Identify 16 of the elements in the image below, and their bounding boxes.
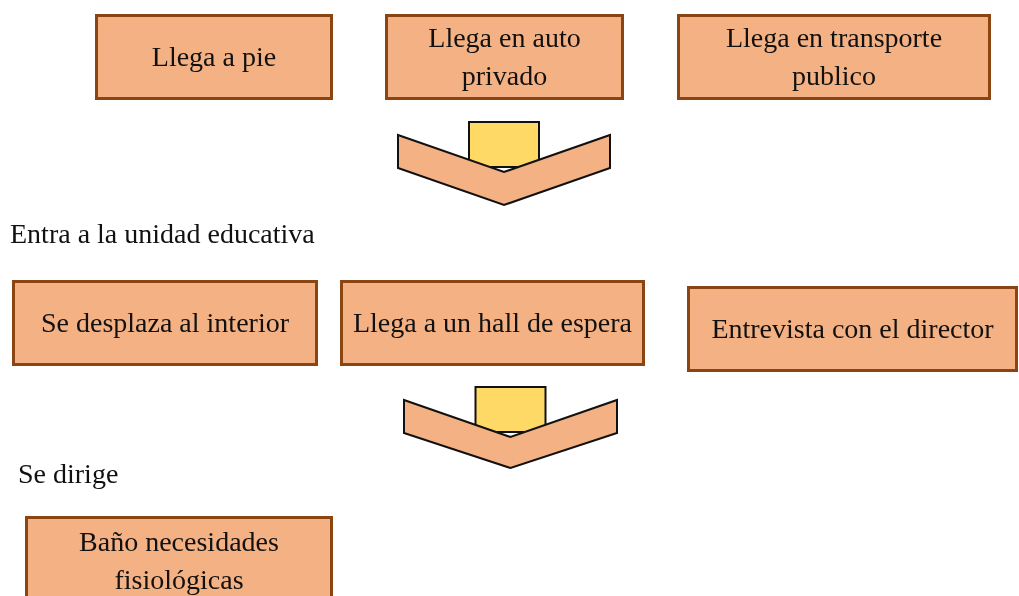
process-box xyxy=(385,14,624,100)
box-text: Llega a pie xyxy=(150,40,278,74)
process-box xyxy=(95,14,333,100)
step-label: Se dirige xyxy=(18,458,119,490)
box-text: Llega a un hall de espera xyxy=(351,306,634,340)
process-box xyxy=(340,280,645,366)
step-label: Entra a la unidad educativa xyxy=(10,218,315,250)
box-text: Llega en transporte publico xyxy=(724,21,944,93)
box-text: Se desplaza al interior xyxy=(40,306,290,340)
box-text: Baño necesidades fisiológicas xyxy=(78,525,280,596)
process-box xyxy=(12,280,318,366)
process-box xyxy=(677,14,991,100)
process-box xyxy=(25,516,333,596)
process-box xyxy=(687,286,1018,372)
box-text: Entrevista con el director xyxy=(710,312,995,346)
box-text: Llega en auto privado xyxy=(427,21,582,93)
